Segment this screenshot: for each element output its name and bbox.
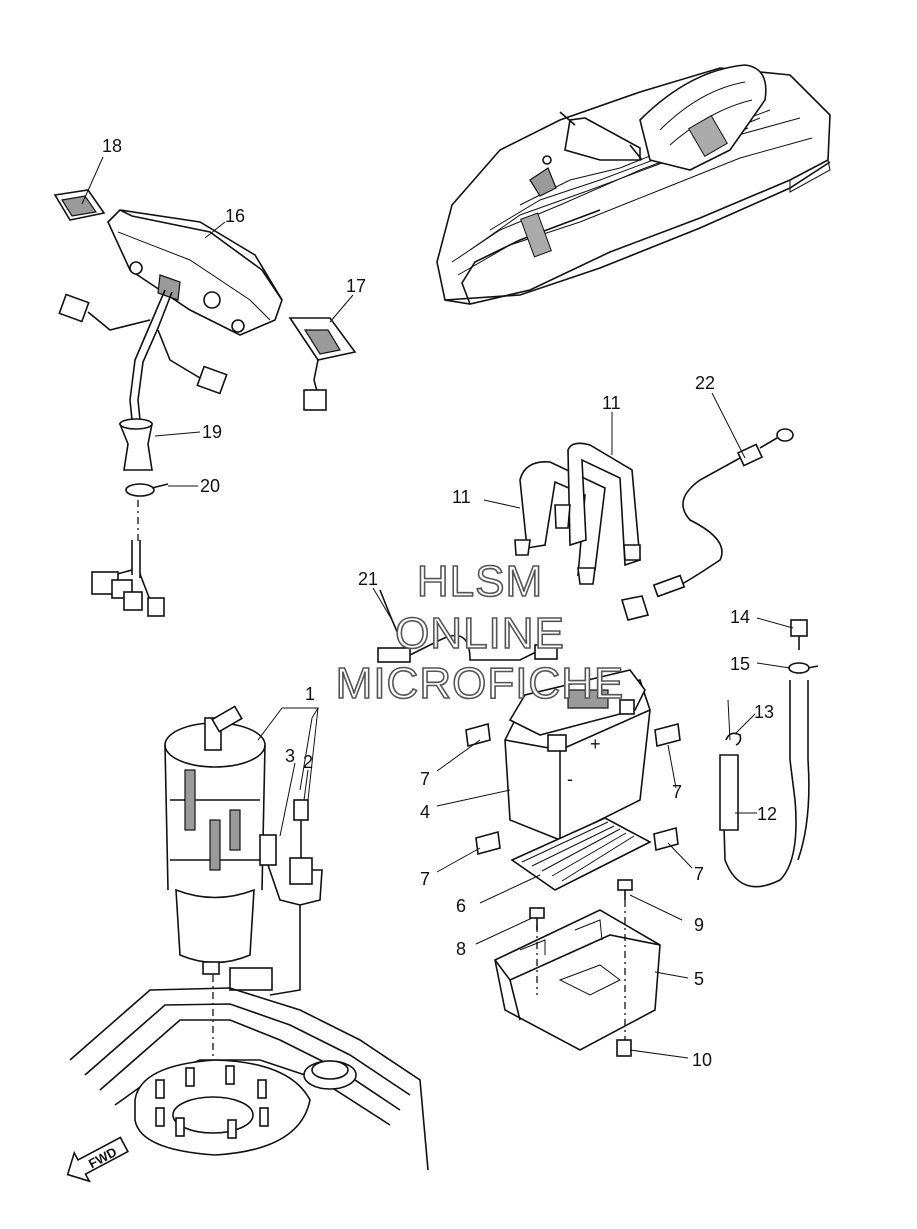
vent-hose [719, 619, 819, 888]
callout-9: 9 [694, 915, 704, 935]
callout-20: 20 [200, 476, 220, 496]
battery-minus-mark: - [567, 769, 573, 789]
callout-7-c: 7 [420, 869, 430, 889]
callout-labels: 18 16 17 19 20 11 11 22 21 14 15 13 12 1… [102, 136, 777, 1070]
battery-box [494, 879, 661, 1057]
watermark: HLSM ONLINE MICROFICHE [335, 556, 625, 709]
battery-plus-mark: + [590, 734, 601, 754]
watermark-line-3: MICROFICHE [336, 659, 625, 708]
battery-pads [465, 722, 681, 856]
callout-19: 19 [202, 422, 222, 442]
callout-5: 5 [694, 969, 704, 989]
leader-lines [81, 156, 794, 1059]
fuel-tank [69, 987, 429, 1171]
battery-straps [514, 442, 641, 585]
watermark-line-2: ONLINE [395, 609, 565, 658]
callout-7-a: 7 [420, 769, 430, 789]
callout-8: 8 [456, 939, 466, 959]
callout-15: 15 [730, 654, 750, 674]
callout-17: 17 [346, 276, 366, 296]
callout-11-top: 11 [602, 393, 621, 413]
callout-6: 6 [456, 896, 466, 916]
callout-3: 3 [285, 746, 295, 766]
callout-14: 14 [730, 607, 750, 627]
fwd-direction-arrow: FWD [66, 1136, 129, 1183]
meter-assembly [53, 189, 357, 617]
battery: + - [504, 669, 651, 841]
tank-studs [155, 1065, 269, 1139]
callout-13: 13 [754, 702, 774, 722]
callout-4: 4 [420, 802, 430, 822]
fuel-pump-assembly [164, 705, 323, 1140]
callout-7-d: 7 [694, 864, 704, 884]
callout-18: 18 [102, 136, 122, 156]
watermark-line-1: HLSM [417, 557, 543, 606]
callout-7-b: 7 [672, 782, 682, 802]
battery-cable [620, 428, 794, 621]
callout-22: 22 [695, 373, 715, 393]
callout-1: 1 [305, 684, 315, 704]
callout-16: 16 [225, 206, 245, 226]
battery-mat [510, 817, 652, 891]
fwd-label: FWD [86, 1144, 119, 1171]
callout-11-left: 11 [452, 487, 471, 507]
callout-12: 12 [757, 804, 777, 824]
watercraft-illustration [436, 64, 831, 305]
callout-10: 10 [692, 1050, 712, 1070]
callout-21: 21 [358, 569, 378, 589]
callout-2: 2 [303, 752, 313, 772]
